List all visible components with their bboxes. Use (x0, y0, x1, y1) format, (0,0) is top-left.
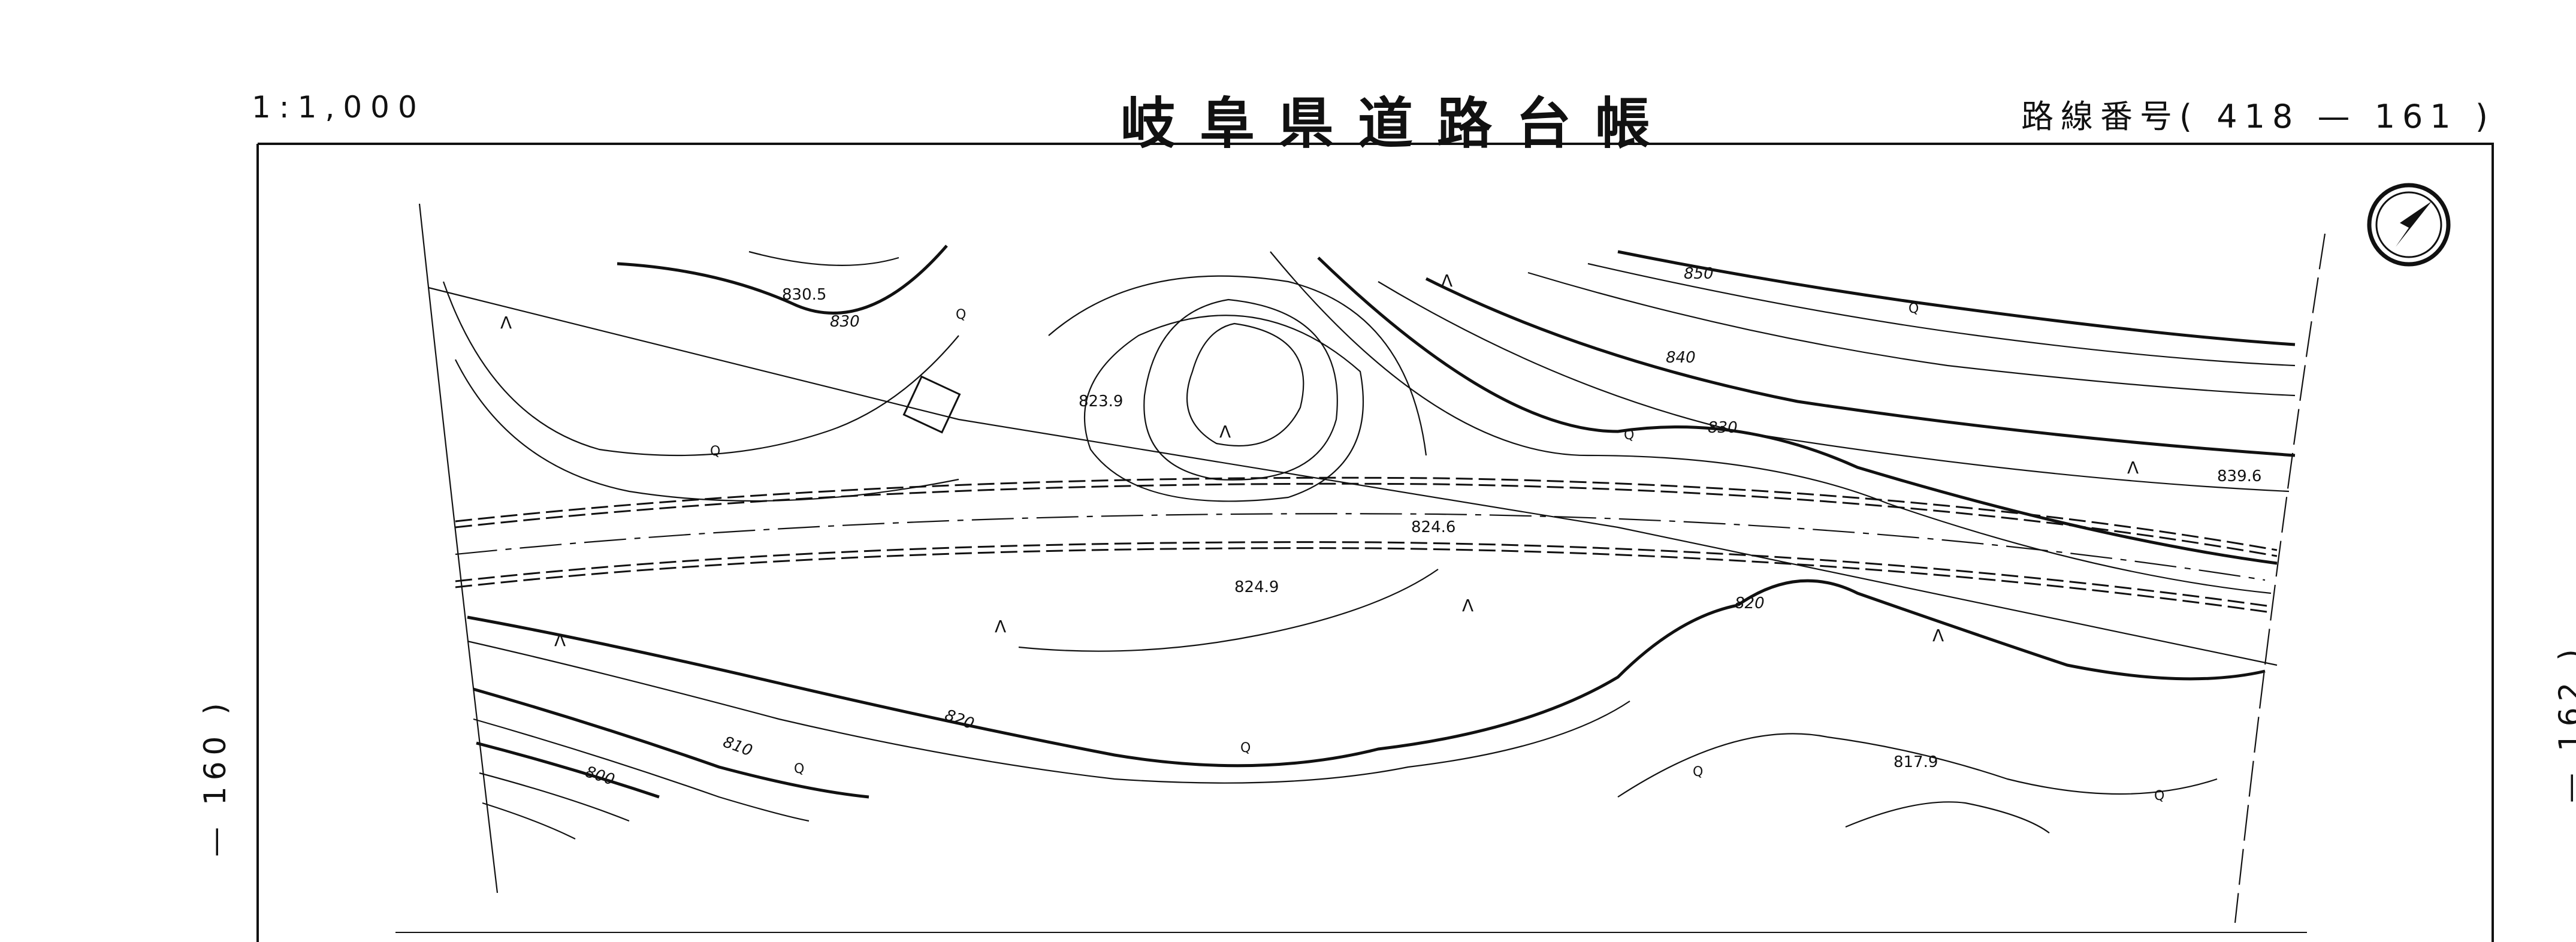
contour (482, 802, 576, 840)
contour-label: 810 (721, 733, 755, 760)
conifer-symbol: Λ (1462, 596, 1473, 615)
contour-820-west (467, 603, 1738, 768)
conifer-symbol: Λ (554, 630, 566, 650)
structure-symbol (902, 375, 961, 434)
contour (1018, 569, 1439, 652)
contour-830-nw (617, 244, 948, 315)
broadleaf-symbol: Q (1693, 765, 1703, 780)
road-centerline (455, 513, 2266, 581)
contour-label: 840 (1666, 349, 1696, 367)
map-frame (256, 143, 2494, 942)
contour-840 (1425, 277, 2296, 457)
contour (1143, 298, 1338, 481)
spot-height: 823.9 (1079, 393, 1123, 410)
route-number: 路線番号( 418 — 161 ) (2021, 98, 2495, 135)
broadleaf-symbol: Q (1908, 301, 1919, 316)
road-edge-upper-a (455, 476, 2278, 551)
contour-label: 830 (1708, 419, 1738, 437)
contour (467, 640, 1630, 784)
survey-line (428, 286, 2278, 666)
contour (1270, 251, 2272, 594)
spot-height: 824.6 (1411, 518, 1455, 536)
contour (1048, 275, 1427, 456)
conifer-symbol: Λ (1932, 626, 1944, 645)
conifer-symbol: Λ (995, 617, 1006, 636)
contour-830-east (1317, 256, 2278, 565)
conifer-symbol: Λ (500, 313, 512, 333)
map-scale: 1:1,000 (252, 90, 425, 125)
contour-label: 830 (830, 313, 860, 331)
contour (1587, 262, 2296, 367)
conifer-symbol: Λ (2127, 458, 2139, 478)
contour-knoll (1186, 322, 1304, 447)
contour (1845, 801, 2050, 834)
broadleaf-symbol: Q (1624, 428, 1634, 443)
conifer-symbol: Λ (1441, 271, 1452, 291)
conifer-symbol: Λ (1219, 422, 1231, 442)
spot-height: 817.9 (1894, 753, 1938, 771)
road-edge-lower-b (455, 547, 2272, 614)
clip-line-right (2234, 233, 2326, 923)
broadleaf-symbol: Q (956, 307, 966, 322)
contour (479, 772, 630, 822)
contour (473, 718, 810, 822)
contour (1617, 733, 2218, 798)
spot-height: 824.9 (1234, 578, 1279, 596)
road-edge-upper-b (455, 482, 2278, 557)
broadleaf-symbol: Q (2154, 789, 2164, 804)
contour-label: 820 (1735, 594, 1765, 612)
contour-800 (476, 741, 660, 799)
contour (442, 281, 959, 457)
broadleaf-symbol: Q (794, 762, 804, 777)
contour-820-east (1737, 579, 2266, 681)
contour (748, 250, 899, 266)
contour-label: 800 (583, 763, 617, 789)
contour (1527, 271, 2296, 397)
broadleaf-symbol: Q (710, 444, 720, 459)
page-title: 岐阜県道路台帳 (1121, 92, 1675, 156)
north-arrow-icon (2367, 183, 2451, 267)
contour-label: 820 (943, 706, 977, 733)
spot-height: 830.5 (782, 286, 826, 304)
contour (455, 359, 959, 502)
contour-850 (1617, 250, 2296, 346)
broadleaf-symbol: Q (1240, 741, 1251, 756)
clip-line-left (418, 203, 499, 893)
contour (1083, 315, 1364, 502)
contour-label: 850 (1684, 265, 1714, 283)
road-edge-lower-a (455, 541, 2272, 608)
spot-height: 839.6 (2217, 467, 2261, 485)
contour-810 (473, 687, 869, 799)
